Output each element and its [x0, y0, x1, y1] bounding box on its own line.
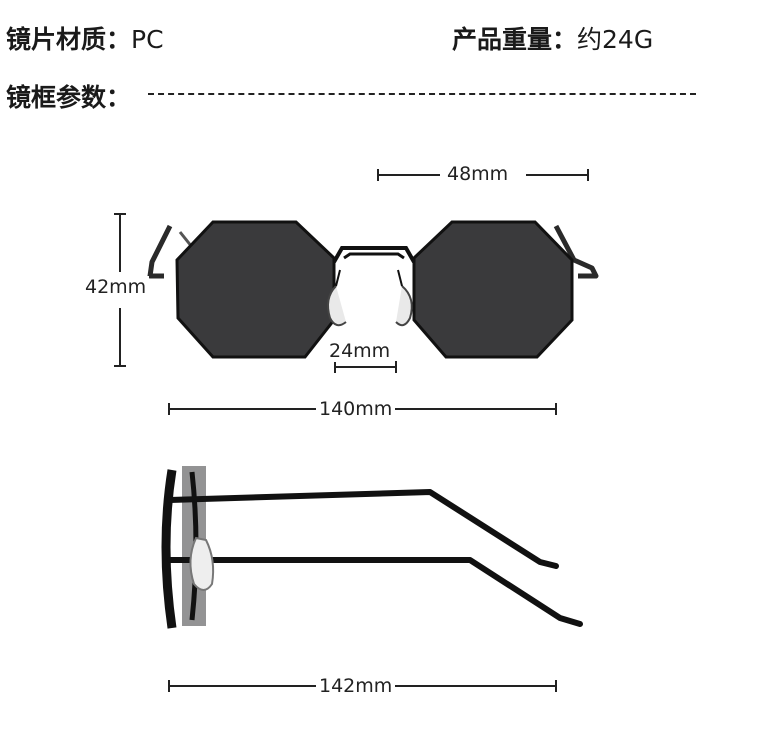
left-nose-pad: [327, 285, 347, 327]
weight-value: 约24G: [577, 25, 654, 54]
right-lens: [412, 220, 574, 359]
frame-params-dashes: [148, 93, 696, 95]
weight-label: 产品重量：: [452, 25, 578, 54]
lens-material-value: PC: [131, 25, 164, 54]
bridge-label: 24mm: [326, 340, 394, 362]
side-nose-pad: [189, 536, 215, 591]
left-lens: [175, 220, 336, 359]
glasses-side-view: [161, 466, 583, 629]
lens-height-label: 42mm: [82, 276, 150, 298]
lens-material-label: 镜片材质：: [6, 25, 132, 54]
frame-params-spec: 镜框参数：: [6, 78, 131, 114]
temple-length-label: 142mm: [316, 675, 396, 697]
right-nose-pad: [395, 285, 413, 327]
lens-width-label: 48mm: [444, 163, 512, 185]
frame-params-label: 镜框参数：: [6, 83, 132, 112]
frame-width-label: 140mm: [316, 398, 396, 420]
weight-spec: 产品重量：约24G: [452, 20, 653, 56]
lens-material-spec: 镜片材质：PC: [6, 20, 164, 56]
glasses-front-view: [147, 220, 599, 359]
